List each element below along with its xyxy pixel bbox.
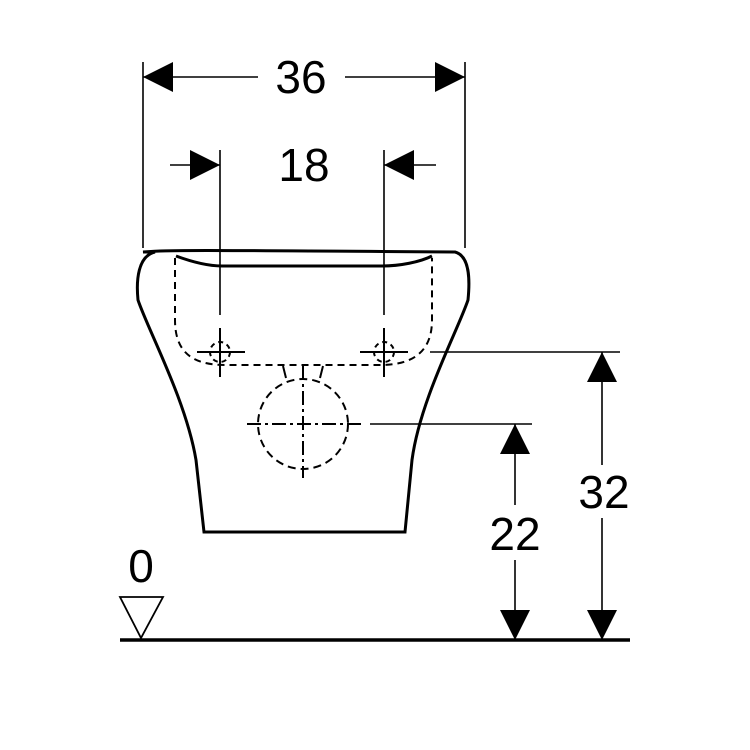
dim-label-22: 22 bbox=[489, 508, 540, 560]
fixing-point-right bbox=[360, 328, 408, 377]
floor-level: 0 bbox=[118, 540, 630, 642]
dimension-fixing-spacing: 18 bbox=[170, 139, 436, 315]
dimension-waste-height: 22 bbox=[489, 424, 541, 640]
fixing-point-left bbox=[197, 328, 245, 377]
dimension-fixing-height: 32 bbox=[578, 352, 630, 640]
waste-outlet bbox=[247, 365, 362, 478]
floor-level-label: 0 bbox=[128, 540, 154, 592]
dim-label-32: 32 bbox=[578, 466, 629, 518]
fixture-outline bbox=[135, 249, 471, 534]
dimension-overall-width: 36 bbox=[142, 51, 466, 248]
dim-label-18: 18 bbox=[278, 139, 329, 191]
dim-label-36: 36 bbox=[275, 51, 326, 103]
